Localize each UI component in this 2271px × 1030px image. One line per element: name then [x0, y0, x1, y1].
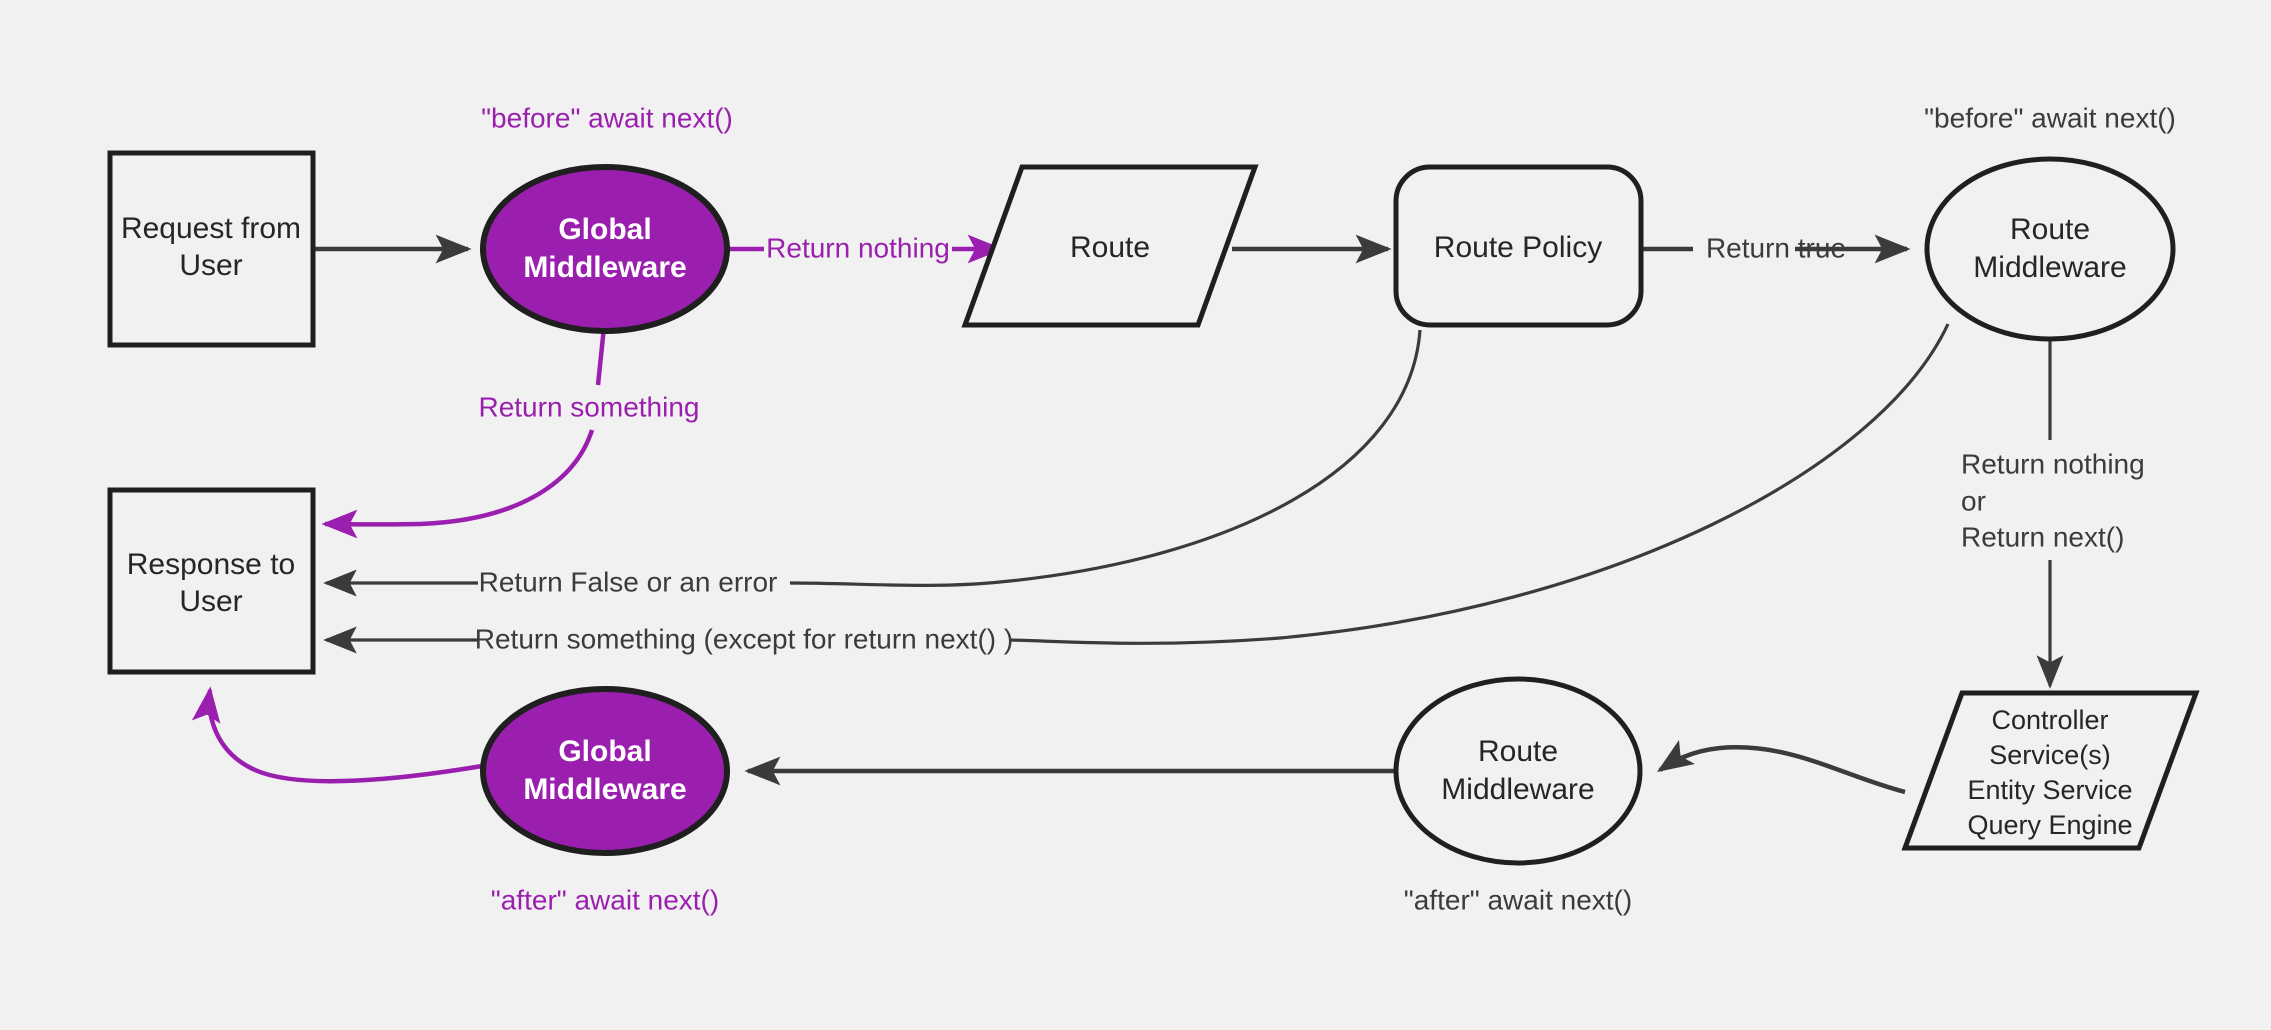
node-route[interactable]: Route	[961, 164, 1259, 328]
route-label: Route	[1070, 231, 1150, 264]
route-middleware-bottom-label-line1: Route	[1478, 735, 1558, 768]
controller-stack-label-line2: Service(s)	[1989, 740, 2111, 770]
edge-label-return-nothing-multiline-2: or	[1961, 485, 1986, 516]
global-middleware-bottom-ellipse[interactable]	[480, 686, 730, 856]
edge-label-return-nothing-multiline-1: Return nothing	[1961, 448, 2145, 479]
annotation-before-await-next-route: "before" await next()	[1924, 102, 2176, 133]
node-route-middleware-top[interactable]: Route Middleware	[1924, 156, 2176, 342]
annotation-after-await-next-route: "after" await next()	[1404, 884, 1632, 915]
edge-label-return-nothing-multiline-3: Return next()	[1961, 521, 2124, 552]
controller-stack-label-line4: Query Engine	[1967, 810, 2132, 840]
edge-global-middleware-to-response: Return something	[321, 326, 700, 539]
edge-global-middleware-bottom-to-response	[191, 686, 489, 784]
route-middleware-top-label-line1: Route	[2010, 213, 2090, 246]
request-from-user-box[interactable]	[107, 150, 316, 348]
global-middleware-top-label-line2: Middleware	[523, 251, 686, 284]
route-middleware-top-ellipse[interactable]	[1924, 156, 2176, 342]
edge-route-policy-to-route-middleware: Return true	[1641, 232, 1911, 264]
annotation-before-await-next-global: "before" await next()	[481, 102, 733, 133]
edge-route-middleware-to-response-something: Return something (except for return next…	[323, 323, 1950, 654]
edge-controller-to-route-middleware-bottom	[1657, 740, 1906, 795]
edge-label-return-false-or-error: Return False or an error	[479, 566, 778, 597]
route-middleware-bottom-label-line2: Middleware	[1441, 773, 1594, 806]
request-from-user-label-line2: User	[179, 249, 242, 282]
request-from-user-label-line1: Request from	[121, 212, 301, 245]
node-request-from-user[interactable]: Request from User	[107, 150, 316, 348]
controller-stack-label-line3: Entity Service	[1967, 775, 2132, 805]
edge-label-return-something-except-next: Return something (except for return next…	[475, 623, 1013, 654]
node-route-middleware-bottom[interactable]: Route Middleware	[1393, 676, 1643, 866]
node-response-to-user[interactable]: Response to User	[107, 487, 316, 675]
node-route-policy[interactable]: Route Policy	[1393, 164, 1644, 328]
node-global-middleware-top[interactable]: Global Middleware	[480, 164, 730, 334]
node-global-middleware-bottom[interactable]: Global Middleware	[480, 686, 730, 856]
route-middleware-bottom-ellipse[interactable]	[1393, 676, 1643, 866]
global-middleware-top-label-line1: Global	[558, 213, 651, 246]
route-policy-label: Route Policy	[1434, 231, 1602, 264]
route-middleware-top-label-line2: Middleware	[1973, 251, 2126, 284]
edge-label-return-true: Return true	[1706, 232, 1846, 263]
edge-label-return-nothing: Return nothing	[766, 232, 950, 263]
global-middleware-bottom-label-line2: Middleware	[523, 773, 686, 806]
response-to-user-label-line1: Response to	[127, 548, 295, 581]
edge-route-middleware-to-controller: Return nothing or Return next()	[1961, 339, 2145, 689]
route-policy-box[interactable]	[1393, 164, 1644, 328]
edge-route-policy-to-response-false: Return False or an error	[323, 329, 1422, 597]
controller-stack-parallelogram[interactable]	[1901, 690, 2200, 851]
annotation-after-await-next-global: "after" await next()	[491, 884, 719, 915]
response-to-user-label-line2: User	[179, 585, 242, 618]
response-to-user-box[interactable]	[107, 487, 316, 675]
edge-label-return-something: Return something	[478, 391, 699, 422]
route-parallelogram[interactable]	[961, 164, 1259, 328]
global-middleware-top-ellipse[interactable]	[480, 164, 730, 334]
controller-stack-label-line1: Controller	[1991, 705, 2108, 735]
edge-global-middleware-to-route: Return nothing	[727, 232, 1004, 264]
global-middleware-bottom-label-line1: Global	[558, 735, 651, 768]
node-controller-stack[interactable]: Controller Service(s) Entity Service Que…	[1901, 690, 2200, 851]
